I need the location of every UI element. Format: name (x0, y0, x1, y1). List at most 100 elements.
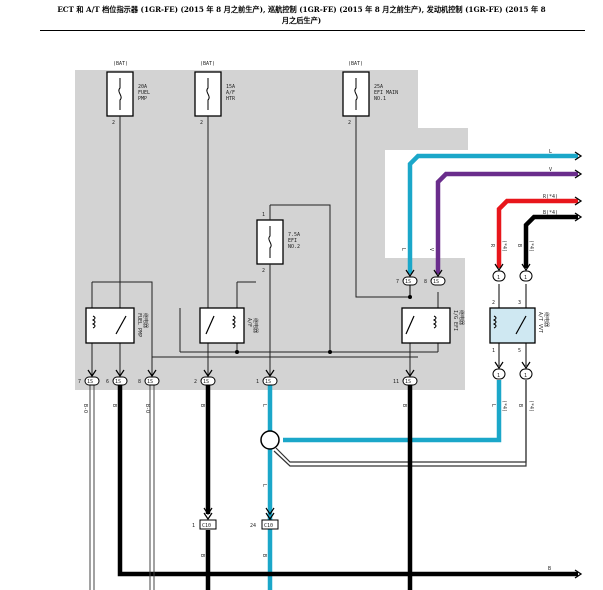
connector-1s-6: 1S 6 (106, 369, 128, 386)
diagram-label: L (400, 248, 406, 251)
fuse-pin: 2 (348, 120, 351, 126)
relay-label-2: 继电器 (142, 313, 149, 328)
wire-r-red (496, 198, 578, 268)
diagram-label: C10 (264, 523, 273, 529)
fuse-pin: 2 (200, 120, 203, 126)
splice-point (260, 430, 280, 450)
fuse-name-2: NO.2 (288, 244, 300, 250)
diagram-label: B (199, 404, 205, 407)
connector-1s-2: 1S2 (194, 369, 216, 386)
relay-label-2: 继电器 (543, 312, 550, 327)
diagram-label: (*4) (528, 240, 534, 252)
fuse-name-2: PMP (138, 96, 147, 102)
wire-b-black (523, 214, 578, 268)
diagram-label: B-O (144, 404, 150, 413)
diagram-label: 1S (433, 279, 439, 285)
diagram-label: R (489, 244, 495, 248)
fuse-rating: 20A (138, 84, 147, 90)
wire-labels: L V R(*4) B(*4) L V R B (*4) (*4) B-O B … (82, 149, 558, 572)
relay-pin: 2 (492, 300, 495, 306)
connector-vvt: 1 1 1 1 (492, 263, 533, 380)
diagram-label: 1S (87, 379, 93, 385)
diagram-label: B (261, 554, 267, 557)
diagram-label: B (548, 566, 551, 572)
title-line-1: ECT 和 A/T 档位指示器 (1GR-FE) (2015 年 8 月之前生产… (57, 5, 546, 14)
wire-v-purple (435, 171, 578, 274)
diagram-label: 7 (78, 379, 81, 385)
diagram-label: 1S (405, 379, 411, 385)
fuse-rating: 15A (226, 84, 235, 90)
fuse-name-1: EFI MAIN (374, 90, 398, 96)
diagram-label: B(*4) (543, 210, 558, 216)
relay-label-2: 继电器 (252, 318, 259, 333)
relay-label-1: FUEL PMP (136, 313, 142, 337)
diagram-label: 1 (524, 373, 527, 379)
connector-c10: C10 1 C10 24 (192, 507, 279, 530)
diagram-label: B (401, 404, 407, 407)
fuse-af-htr: (BAT) 15A A/F HTR 2 (194, 61, 236, 126)
diagram-label: B (517, 404, 523, 407)
diagram-label: 1S (147, 379, 153, 385)
relay-pin: 1 (492, 348, 495, 354)
heavy-wires (89, 153, 578, 590)
diagram-label: 6 (106, 379, 109, 385)
diagram-label: 8 (138, 379, 141, 385)
diagram-label: R(*4) (543, 194, 558, 200)
wire-l-blue-lower (283, 380, 502, 443)
diagram-label: 1S (115, 379, 121, 385)
title-rule (40, 30, 585, 31)
relay-pin: 3 (518, 300, 521, 306)
diagram-label: 1S (405, 279, 411, 285)
fuse-pin: 2 (262, 268, 265, 274)
diagram-label: L (261, 404, 267, 407)
relay-label-1: I/G EFI (452, 310, 458, 331)
fuse-rating: 7.5A (288, 232, 300, 238)
diagram-label: V (428, 248, 434, 251)
fuse-pin: 2 (112, 120, 115, 126)
junction-dot (328, 350, 332, 354)
diagram-label: 1 (524, 275, 527, 281)
fuse-name-2: HTR (226, 96, 236, 102)
connector-1s-1: 1S 1 (256, 369, 278, 386)
fuse-supply-label: (BAT) (200, 61, 215, 67)
diagram-label: L (549, 149, 552, 155)
relay-vvt: 2 3 1 5 A/T VVT 继电器 (489, 300, 550, 354)
connector-row-bottom: 1S 7 1S 6 1S 8 1S2 1S 1 1S 11 (78, 369, 418, 386)
junction-dot (235, 350, 239, 354)
diagram-title: ECT 和 A/T 档位指示器 (1GR-FE) (2015 年 8 月之前生产… (0, 4, 603, 26)
fuse-efi-no2: 1 7.5A EFI NO.2 2 (256, 212, 300, 274)
wire-l-blue (407, 153, 578, 274)
edge-arrows (574, 151, 583, 579)
diagram-label: B (111, 404, 117, 407)
relay-label-1: A/T VVT (537, 312, 543, 333)
connector-1s-8: 1S 8 (138, 369, 160, 386)
title-line-2: 月之后生产) (281, 16, 322, 25)
connector-row-top-right: 1S 7 1S 8 (396, 269, 446, 297)
diagram-label: C10 (202, 523, 211, 529)
diagram-label: 1S (203, 379, 209, 385)
fuse-fuel-pmp: (BAT) 20A FUEL PMP 2 (106, 61, 150, 126)
diagram-label: (*4) (528, 400, 534, 412)
fuse-name-1: A/F (226, 90, 235, 96)
internal-wiring (91, 116, 439, 376)
wire-b-black-1 (117, 384, 578, 577)
connector-1s-top-8: 1S 8 (424, 269, 446, 286)
fuse-supply-label: (BAT) (113, 61, 128, 67)
diagram-label: 7 (396, 279, 399, 285)
diagram-label: 11 (393, 379, 399, 385)
relay-label-2: 继电器 (458, 310, 465, 325)
connector-1s-11: 1S 11 (393, 369, 418, 386)
diagram-label: B (516, 244, 522, 247)
fuse-efi-main: (BAT) 25A EFI MAIN NO.1 2 (342, 61, 398, 126)
fuse-supply-label: (BAT) (348, 61, 363, 67)
relay-label-1: A/F (246, 318, 252, 327)
diagram-label: (*4) (501, 400, 507, 412)
fuse-pin: 1 (262, 212, 265, 218)
diagram-label: B-O (82, 404, 88, 413)
diagram-label: 8 (424, 279, 427, 285)
diagram-label: 1 (256, 379, 259, 385)
diagram-label: B (199, 554, 205, 557)
diagram-label: V (549, 167, 552, 173)
diagram-label: 1S (265, 379, 271, 385)
